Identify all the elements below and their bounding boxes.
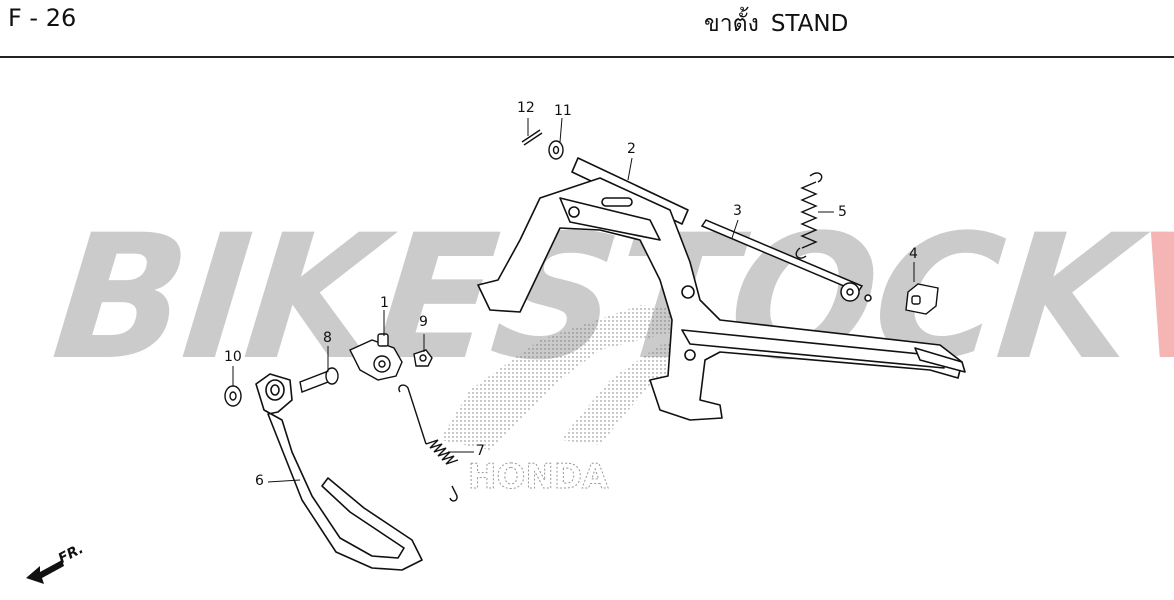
- callout-5: 5: [838, 204, 847, 220]
- callout-12: 12: [517, 100, 535, 116]
- callout-2: 2: [627, 141, 636, 157]
- page-title: ขาตั้ง STAND: [704, 6, 848, 42]
- callout-8: 8: [323, 330, 332, 346]
- callout-7: 7: [476, 443, 485, 459]
- callout-11: 11: [554, 103, 572, 119]
- header-divider: [0, 56, 1174, 58]
- callout-leaders: [232, 117, 915, 483]
- title-english: STAND: [770, 11, 849, 37]
- side-stand-part: [255, 373, 423, 571]
- honda-wing-emblem: HONDA: [440, 305, 700, 498]
- nut-part: [413, 349, 433, 367]
- callout-3: 3: [733, 203, 742, 219]
- callout-6: 6: [255, 473, 264, 489]
- stand-stopper-rubber: [905, 283, 939, 315]
- callout-10: 10: [224, 349, 242, 365]
- front-direction-arrow-icon: [26, 560, 64, 584]
- cotter-pin-part: [521, 129, 543, 146]
- pivot-bolt-part: [299, 367, 339, 393]
- page-code: F - 26: [8, 4, 77, 32]
- callout-4: 4: [909, 246, 918, 262]
- main-stand-part: [477, 157, 966, 421]
- side-washer-part: [224, 385, 242, 407]
- title-thai: ขาตั้ง: [704, 11, 759, 37]
- washer-part: [548, 140, 564, 160]
- side-stand-spring: [398, 384, 459, 502]
- callout-9: 9: [419, 314, 428, 330]
- stand-spring-upper: [795, 172, 823, 259]
- honda-logo-text: HONDA: [468, 457, 609, 497]
- callout-1: 1: [380, 295, 389, 311]
- pivot-bracket-part: [349, 333, 403, 381]
- stand-shaft-part: [700, 219, 872, 302]
